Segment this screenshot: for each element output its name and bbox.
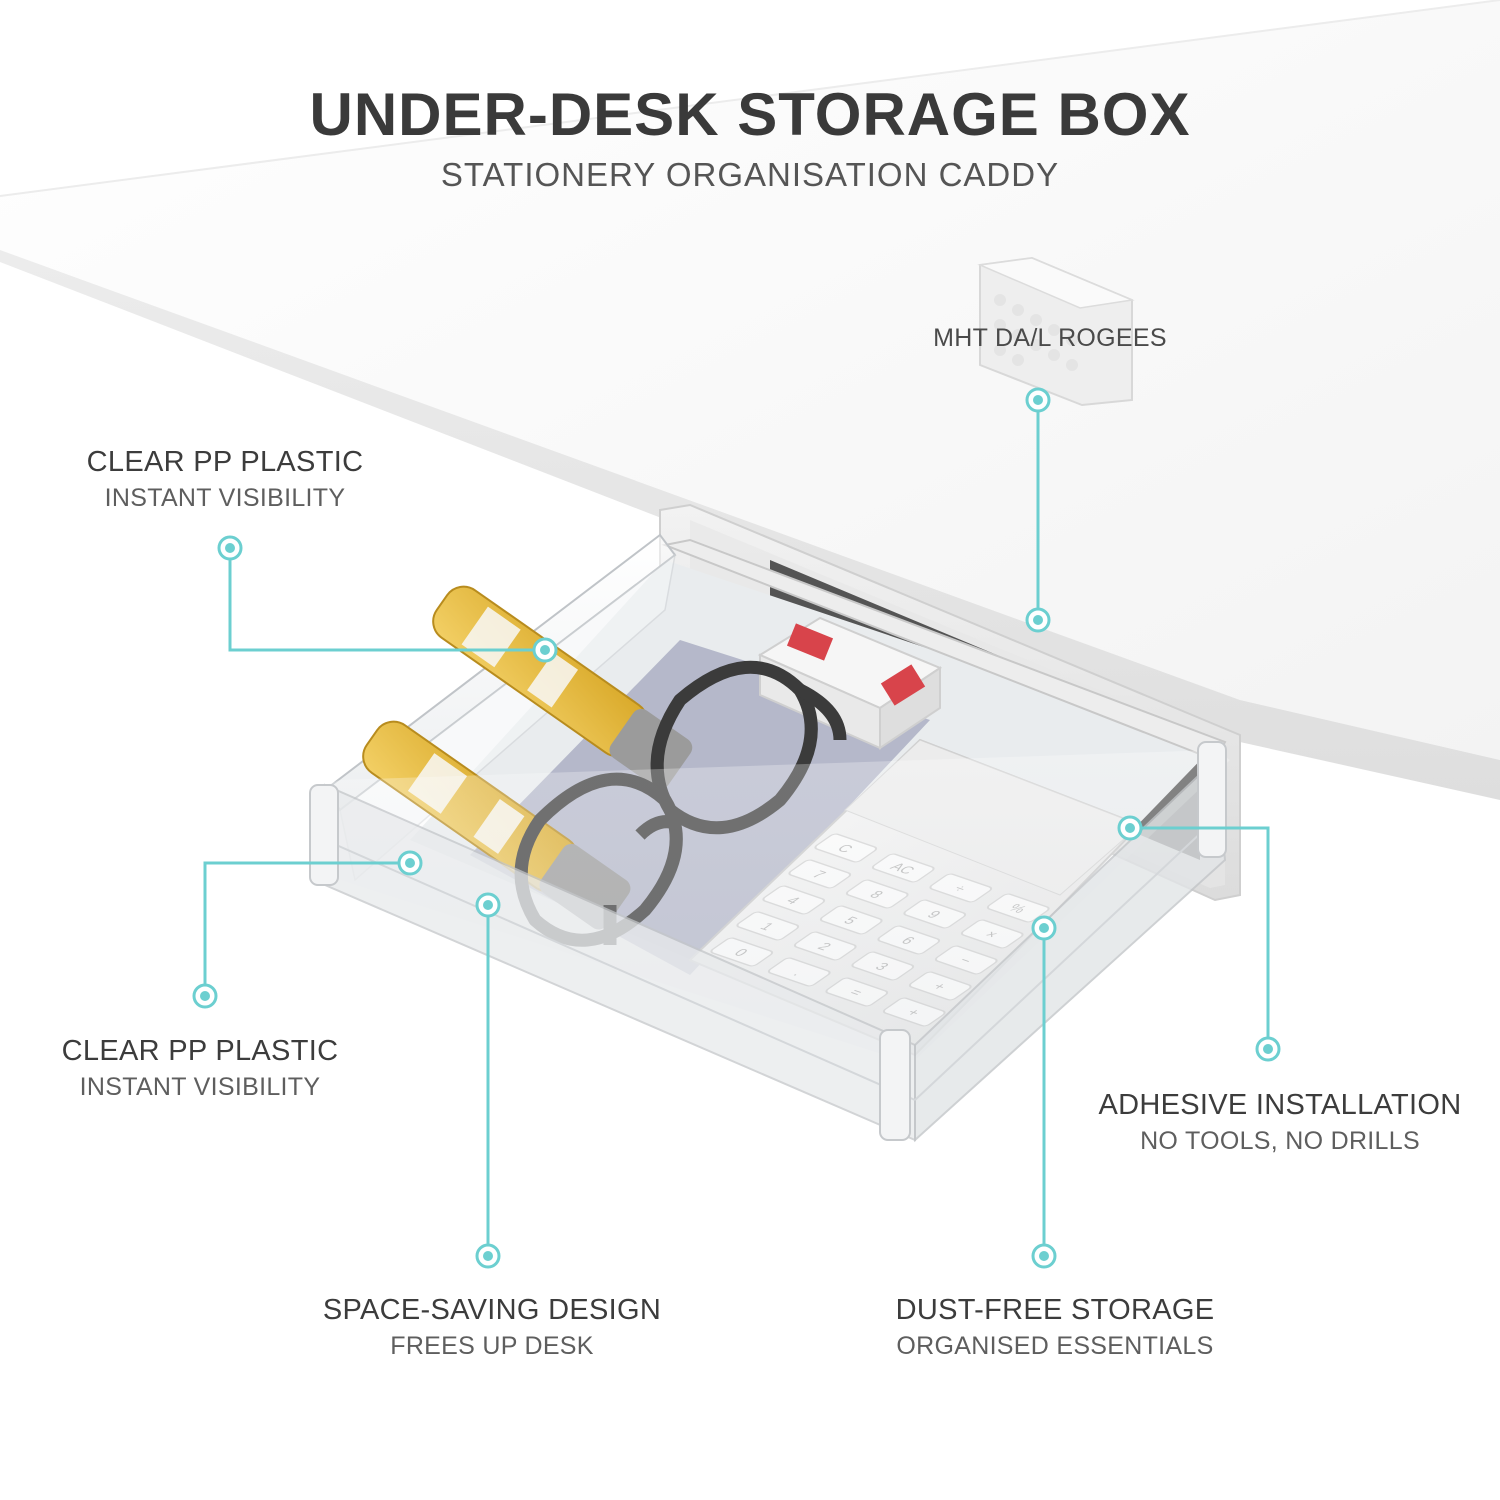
callout-adhesive-installation: ADHESIVE INSTALLATION NO TOOLS, NO DRILL…: [1080, 1087, 1480, 1157]
callout-clear-plastic-top: CLEAR PP PLASTIC INSTANT VISIBILITY: [60, 444, 390, 514]
adhesive-pad: [977, 256, 1135, 407]
callout-subheading: INSTANT VISIBILITY: [79, 1072, 321, 1101]
callout-adhesive-pad: MHT DA/L ROGEES: [900, 322, 1200, 355]
callout-heading: DUST-FREE STORAGE: [895, 1294, 1215, 1326]
callout-heading: MHT DA/L ROGEES: [933, 324, 1167, 352]
callout-dots: [192, 387, 1281, 1269]
callout-heading: SPACE-SAVING DESIGN: [322, 1294, 662, 1326]
desk: [0, 0, 1500, 800]
page-title: UNDER-DESK STORAGE BOX: [309, 81, 1191, 148]
callout-space-saving: SPACE-SAVING DESIGN FREES UP DESK: [292, 1292, 692, 1362]
callout-subheading: NO TOOLS, NO DRILLS: [1140, 1126, 1420, 1155]
drawer-front: [309, 741, 1230, 1143]
page-subtitle: STATIONERY ORGANISATION CADDY: [440, 156, 1060, 193]
callout-heading: CLEAR PP PLASTIC: [86, 446, 364, 478]
callout-lines: [203, 400, 1270, 1256]
callout-subheading: INSTANT VISIBILITY: [104, 483, 346, 512]
callout-dust-free: DUST-FREE STORAGE ORGANISED ESSENTIALS: [850, 1292, 1260, 1362]
callout-heading: CLEAR PP PLASTIC: [61, 1035, 339, 1067]
callout-heading: ADHESIVE INSTALLATION: [1098, 1089, 1462, 1121]
callout-subheading: ORGANISED ESSENTIALS: [896, 1331, 1214, 1360]
callout-subheading: FREES UP DESK: [390, 1331, 594, 1360]
callout-clear-plastic-bottom: CLEAR PP PLASTIC INSTANT VISIBILITY: [35, 1033, 365, 1103]
